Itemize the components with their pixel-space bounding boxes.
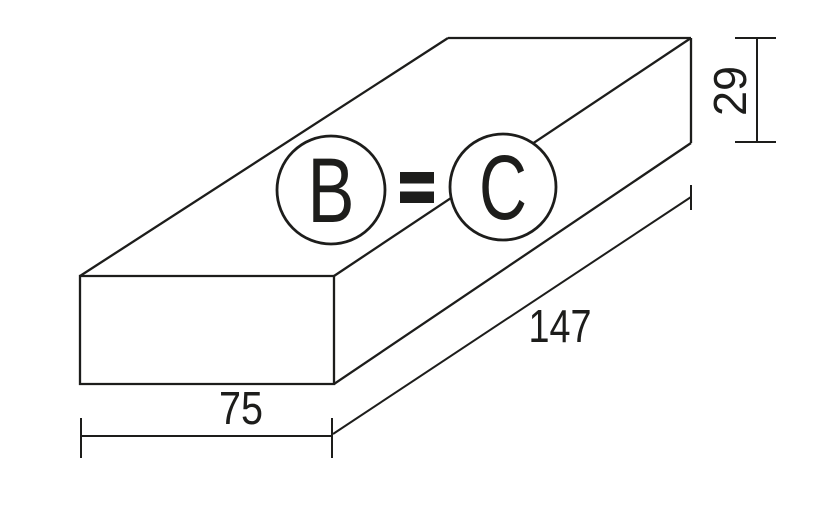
box-front-face — [78, 274, 336, 386]
dimension-length-value: 147 — [529, 300, 592, 352]
box-bottom-right-edge — [333, 142, 692, 385]
dimension-length-line — [332, 196, 692, 435]
equals-bottom-bar — [400, 191, 434, 203]
equals-icon — [400, 172, 434, 203]
dimension-length: 147 — [332, 185, 692, 435]
dimension-width-value: 75 — [219, 382, 263, 434]
marker-b-letter: B — [308, 140, 355, 242]
marker-c-circle — [448, 132, 558, 242]
box-outline — [78, 36, 693, 386]
dimension-width: 75 — [80, 382, 333, 458]
box-top-left-edge — [79, 37, 449, 277]
marker-b-circle — [275, 134, 387, 246]
dimension-height-value: 29 — [704, 66, 756, 116]
equals-top-bar — [400, 172, 434, 184]
dimension-height: 29 — [704, 37, 776, 143]
marker-b: B — [275, 134, 387, 246]
marker-c-letter: C — [479, 137, 527, 239]
marker-c: C — [448, 132, 558, 242]
